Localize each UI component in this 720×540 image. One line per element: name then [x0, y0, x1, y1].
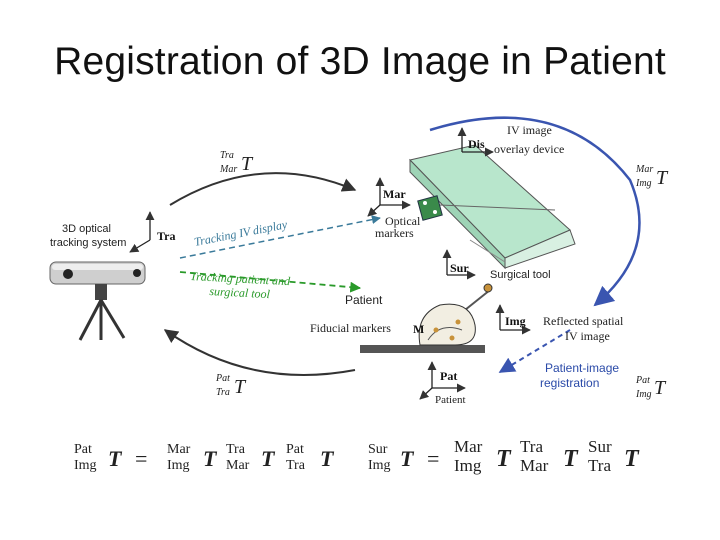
frame-tra-axes — [129, 211, 155, 253]
arrow-patient-to-tra — [163, 329, 356, 376]
svg-text:T: T — [563, 446, 579, 472]
transform-tra-mar: Tra Mar T — [219, 150, 254, 175]
svg-text:Tra: Tra — [588, 456, 611, 475]
svg-text:Mar: Mar — [454, 437, 483, 456]
svg-text:Img: Img — [635, 178, 652, 189]
frame-tra-label: Tra — [157, 229, 175, 243]
optical-markers-label: Optical markers — [375, 214, 423, 240]
transform-pat-img: Pat Img T — [635, 375, 667, 400]
patient-model — [360, 303, 485, 353]
svg-text:T: T — [234, 376, 247, 398]
equation-2: Sur Img T = Mar Img T Tra Mar T Sur Tra … — [368, 437, 640, 475]
iv-device-label: IV image overlay device — [494, 123, 564, 156]
patient-label: Patient — [345, 293, 383, 307]
frame-sur-label: Sur — [450, 261, 469, 275]
frame-dis-axes — [457, 127, 494, 157]
tracking-patient-label: Tracking patient and surgical tool — [189, 269, 293, 302]
optical-tracker-camera — [49, 261, 146, 341]
svg-text:Mar: Mar — [226, 458, 250, 473]
frame-img-label: Img — [505, 314, 526, 328]
arrow-tra-to-mar — [169, 172, 357, 206]
svg-text:=: = — [135, 446, 147, 471]
arrow-dis-to-img — [429, 116, 641, 307]
tracking-system-label: 3D optical tracking system — [50, 223, 126, 249]
frame-pat-axes — [419, 361, 466, 400]
svg-text:Mar: Mar — [635, 164, 653, 175]
arrow-registration — [498, 329, 571, 373]
svg-text:T: T — [656, 167, 669, 189]
fiducial-M-label: M — [413, 322, 424, 336]
svg-text:T: T — [108, 446, 123, 471]
svg-text:Pat: Pat — [74, 442, 92, 457]
frame-dis-label: Dis — [468, 137, 485, 151]
svg-text:T: T — [400, 446, 415, 471]
svg-text:Tra: Tra — [286, 458, 306, 473]
frame-mar-label: Mar — [383, 187, 406, 201]
svg-text:Img: Img — [635, 389, 652, 400]
equation-1: Pat Img T = Mar Img T Tra Mar T Pat Tra … — [74, 442, 335, 473]
reflected-image-label: Reflected spatial IV image — [543, 314, 626, 343]
svg-text:Img: Img — [167, 458, 190, 473]
frame-sur-axes — [442, 249, 476, 280]
svg-text:Img: Img — [454, 456, 482, 475]
svg-text:T: T — [320, 446, 335, 471]
svg-text:Tra: Tra — [226, 442, 246, 457]
transform-mar-img: Mar Img T — [635, 164, 669, 189]
surgical-tool-label: Surgical tool — [490, 269, 551, 281]
svg-text:Pat: Pat — [286, 442, 304, 457]
svg-text:Sur: Sur — [588, 437, 612, 456]
iv-overlay-device — [409, 144, 576, 270]
svg-text:Pat: Pat — [215, 373, 230, 384]
svg-text:Tra: Tra — [220, 150, 234, 161]
svg-text:T: T — [261, 446, 276, 471]
svg-text:T: T — [624, 446, 640, 472]
registration-label: Patient-image registration — [540, 361, 622, 390]
svg-text:Mar: Mar — [219, 164, 237, 175]
svg-text:Tra: Tra — [216, 387, 230, 398]
svg-text:Mar: Mar — [167, 442, 191, 457]
svg-text:Img: Img — [74, 458, 97, 473]
svg-text:Img: Img — [368, 458, 391, 473]
svg-text:T: T — [654, 377, 667, 399]
svg-text:T: T — [203, 446, 218, 471]
patient-frame-caption: Patient — [435, 394, 466, 406]
frame-pat-label: Pat — [440, 369, 457, 383]
tracking-iv-display-label: Tracking IV display — [193, 217, 289, 249]
transform-pat-tra: Pat Tra T — [215, 373, 247, 398]
svg-text:T: T — [241, 153, 254, 175]
svg-text:T: T — [496, 446, 512, 472]
svg-text:Sur: Sur — [368, 442, 388, 457]
svg-text:Tra: Tra — [520, 437, 543, 456]
svg-text:=: = — [427, 446, 439, 471]
svg-text:Pat: Pat — [635, 375, 650, 386]
slide-title: Registration of 3D Image in Patient — [54, 40, 666, 83]
fiducial-markers-label: Fiducial markers — [310, 321, 391, 335]
frame-mar-axes — [367, 177, 411, 217]
svg-text:Mar: Mar — [520, 456, 549, 475]
frame-img-axes — [495, 304, 531, 335]
tracking-iv-line — [179, 215, 381, 259]
tracking-patient-line — [179, 271, 362, 293]
